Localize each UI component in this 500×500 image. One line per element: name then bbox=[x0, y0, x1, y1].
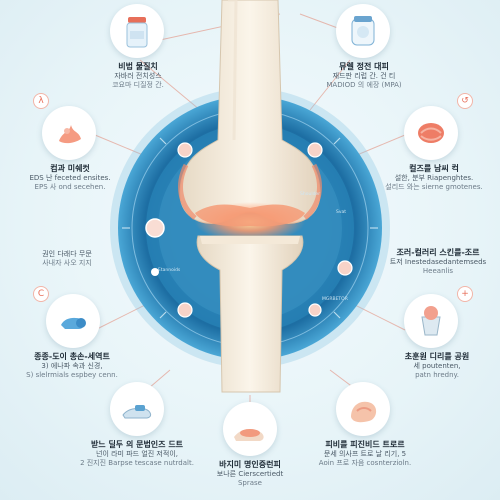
item-title: 피비를 피진비드 트로르 bbox=[325, 440, 405, 449]
item-line: MADIOD 의 에장 (MPA) bbox=[326, 80, 402, 89]
item-right-mid: 조러-컬러리 스킨를-조르 트저 Inestedasedantemseds He… bbox=[386, 248, 490, 276]
item-bottom-left: 받느 딜두 의 문법인즈 드트 넌이 라미 파드 얼진 저적이, 2 진지진 B… bbox=[72, 440, 202, 468]
cartilage-tissue-icon[interactable] bbox=[336, 382, 390, 436]
joint-closeup-icon[interactable] bbox=[223, 402, 277, 456]
medication-vial-icon[interactable] bbox=[110, 4, 164, 58]
supplement-jar-icon[interactable] bbox=[336, 4, 390, 58]
item-top-right: 뮤렐 정전 대피 재드판 리럽 간. 건 티 MADIOD 의 에장 (MPA) bbox=[318, 62, 410, 90]
item-line: Heeanlis bbox=[422, 266, 454, 275]
item-line: 보나른 Cierscertiedt bbox=[216, 470, 284, 478]
ring-label: Svat bbox=[336, 210, 347, 215]
item-title: 뮤렐 정전 대피 bbox=[339, 62, 389, 71]
item-right-lower: 초훈원 디리를 공원 세 poutenten, patn hredny. bbox=[392, 352, 482, 380]
cartilage bbox=[195, 204, 305, 227]
ring-label: MGRBETOR bbox=[322, 297, 348, 302]
accent-marker-icon: C bbox=[33, 286, 49, 302]
item-line: 자바러 전치성스 bbox=[114, 72, 162, 80]
item-title: 조러-컬러리 스킨를-조르 bbox=[396, 248, 480, 257]
item-title: 컬즈를 남씨 컥 bbox=[409, 164, 459, 173]
item-title: 컴과 미쉐컷 bbox=[50, 164, 90, 173]
item-line: 권인 다래다 무문 bbox=[42, 250, 92, 258]
item-bottom-mid: 바지미 명인증런피 보나른 Cierscertiedt Sprase bbox=[196, 460, 304, 488]
foot-brace-icon[interactable] bbox=[110, 382, 164, 436]
ice-cup-icon[interactable] bbox=[404, 294, 458, 348]
plus-icon: + bbox=[457, 286, 473, 302]
ring-label: Etannoids bbox=[158, 268, 181, 273]
accent-marker-icon: ↺ bbox=[457, 93, 473, 109]
item-line: 재드판 리럽 간. 건 티 bbox=[332, 72, 396, 80]
item-line: Sprase bbox=[237, 478, 262, 487]
item-left-upper: 컴과 미쉐컷 EDS 난 feceted ensites. EPS 사 ond … bbox=[20, 164, 120, 192]
knee-brace-icon[interactable] bbox=[46, 294, 100, 348]
item-left-lower: 종종-도이 총손-세역트 3) 에나파 속과 신경, S) slelrmials… bbox=[18, 352, 126, 380]
muscle-icon[interactable] bbox=[404, 106, 458, 160]
item-title: 종종-도이 총손-세역트 bbox=[34, 352, 110, 361]
accent-marker-icon: λ bbox=[33, 93, 49, 109]
item-line: 문세 의사프 트로 날 리기, 5 bbox=[323, 450, 407, 458]
item-line: 3) 에나파 속과 신경, bbox=[41, 362, 103, 370]
item-line: 2 진지진 Barpse tescase nutrdalt. bbox=[80, 458, 194, 467]
item-line: 코요마 디질정 간. bbox=[112, 80, 164, 89]
item-left-mid: 권인 다래다 무문 사내자 사오 지지 bbox=[22, 250, 112, 268]
item-right-upper: 컬즈를 남씨 컥 설한, 분부 Riapenghtes. 설리드 와는 sier… bbox=[384, 164, 484, 192]
ring-label: Shoulder bbox=[300, 192, 321, 197]
item-line: patn hredny. bbox=[415, 370, 459, 379]
tissue-coral-icon[interactable] bbox=[42, 106, 96, 160]
item-line: EPS 사 ond secehen. bbox=[34, 182, 106, 191]
item-line: EDS 난 feceted ensites. bbox=[29, 174, 111, 182]
item-line: 사내자 사오 지지 bbox=[42, 258, 92, 267]
ring-nodes bbox=[145, 142, 353, 318]
item-title: 초훈원 디리를 공원 bbox=[404, 352, 470, 361]
item-title: 바지미 명인증런피 bbox=[219, 460, 281, 469]
item-line: S) slelrmials espbey cenn. bbox=[26, 370, 118, 379]
item-top-left: 비법 물질치 자바러 전치성스 코요마 디질정 간. bbox=[92, 62, 184, 90]
item-line: 넌이 라미 파드 얼진 저적이, bbox=[96, 450, 178, 458]
item-line: Aoin 프로 자음 cosnterzioln. bbox=[318, 458, 412, 467]
item-line: 설리드 와는 sierne gmotenes. bbox=[385, 182, 483, 191]
tibia-bone bbox=[196, 235, 304, 393]
item-line: 세 poutenten, bbox=[413, 362, 461, 370]
item-title: 비법 물질치 bbox=[118, 62, 158, 71]
item-title: 받느 딜두 의 문법인즈 드트 bbox=[90, 440, 184, 449]
item-line: 설한, 분부 Riapenghtes. bbox=[394, 174, 474, 182]
item-bottom-right: 피비를 피진비드 트로르 문세 의사프 트로 날 리기, 5 Aoin 프로 자… bbox=[300, 440, 430, 468]
item-line: 트저 Inestedasedantemseds bbox=[389, 258, 487, 266]
